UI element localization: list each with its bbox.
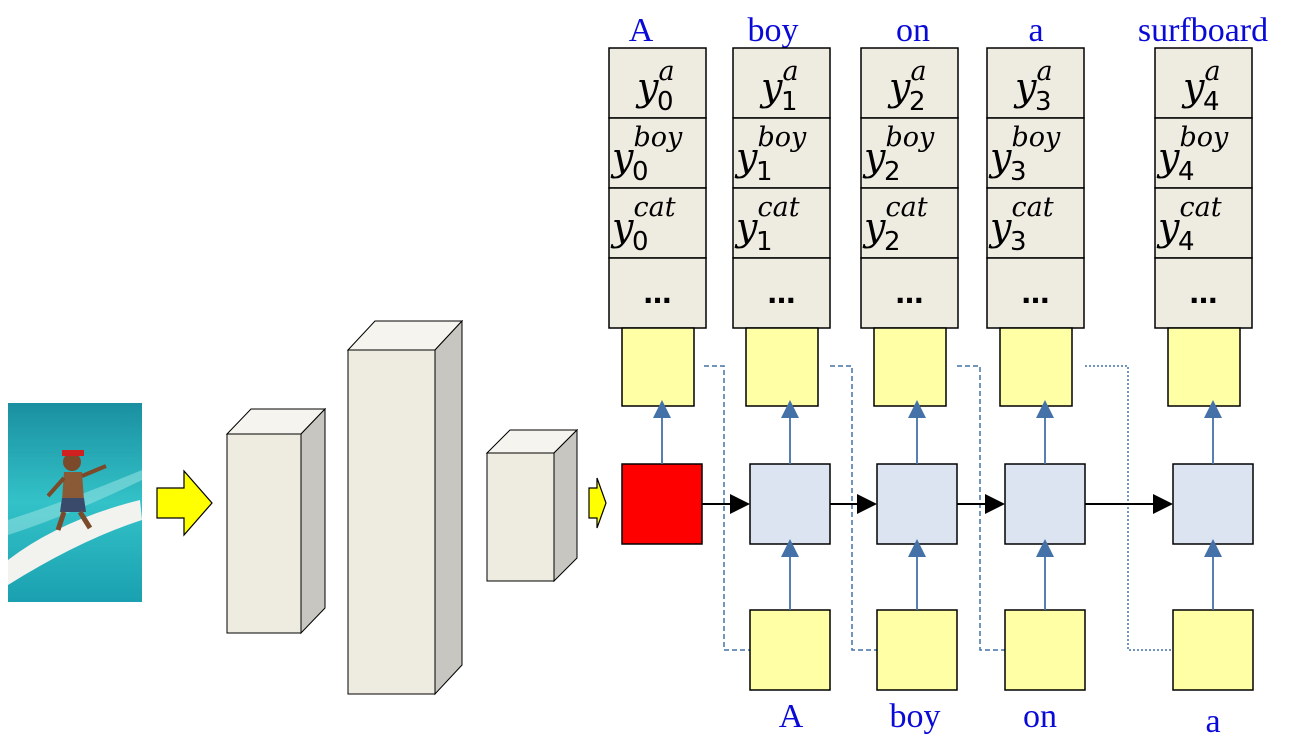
input-embedding-1 [749, 609, 831, 691]
prob-label-sup: a [782, 56, 798, 87]
output-word-2: on [896, 12, 930, 49]
ellipsis-label: … [644, 277, 672, 310]
output-embedding-0 [621, 327, 695, 407]
input-word-1: boy [890, 698, 941, 735]
output-word-0: A [629, 12, 654, 49]
prob-label-sup: boy [885, 122, 935, 153]
prob-cell [986, 187, 1085, 259]
prob-cell [608, 47, 707, 119]
feedback-connector [1085, 365, 1173, 651]
prob-label-sup: cat [1011, 192, 1053, 223]
prob-cell-ellipsis [986, 257, 1085, 329]
prob-label-sub: 1 [756, 157, 773, 187]
prob-label-sub: 3 [1010, 227, 1027, 257]
input-embedding-3 [1004, 609, 1086, 691]
output-word-4: surfboard [1138, 12, 1268, 49]
prob-cell-ellipsis [860, 257, 959, 329]
hidden-state-4 [1172, 463, 1254, 545]
prob-label-sub: 0 [657, 87, 674, 117]
ellipsis-label: … [1022, 277, 1050, 310]
prob-cell [1154, 187, 1253, 259]
prob-cell-ellipsis [732, 257, 831, 329]
prob-label-sub: 1 [781, 87, 798, 117]
prob-label-sup: boy [1011, 122, 1061, 153]
hidden-state-1 [749, 463, 831, 545]
prob-label-sub: 4 [1178, 157, 1195, 187]
ellipsis-label: … [1190, 277, 1218, 310]
output-embedding-2 [873, 327, 947, 407]
prob-label-sup: a [910, 56, 926, 87]
prob-label-sub: 3 [1010, 157, 1027, 187]
prob-label-sub: 2 [909, 87, 926, 117]
prob-cell [1154, 117, 1253, 189]
output-embedding-3 [999, 327, 1073, 407]
prob-label-sup: boy [1179, 122, 1229, 153]
cnn-block-3 [485, 428, 579, 583]
prob-label-sub: 4 [1203, 87, 1220, 117]
input-word-0: A [779, 698, 804, 735]
prob-label-sup: a [1036, 56, 1052, 87]
prob-label-sup: cat [633, 192, 675, 223]
feedback-connector [704, 365, 750, 651]
output-embedding-4 [1167, 327, 1241, 407]
prob-cell [608, 187, 707, 259]
prob-label-sup: a [1204, 56, 1220, 87]
ellipsis-label: … [768, 277, 796, 310]
input-word-2: on [1023, 698, 1057, 735]
input-photo [8, 403, 142, 602]
prob-label-sub: 2 [884, 157, 901, 187]
prob-label-sub: 1 [756, 227, 773, 257]
prob-label-sub: 4 [1178, 227, 1195, 257]
initial-hidden-state [621, 463, 703, 545]
input-word-3: a [1205, 703, 1220, 740]
prob-label-sub: 3 [1035, 87, 1052, 117]
feed-arrow-icon [156, 469, 213, 537]
input-embedding-4 [1172, 609, 1254, 691]
prob-label-sup: cat [757, 192, 799, 223]
prob-cell [1154, 47, 1253, 119]
prob-cell [860, 187, 959, 259]
prob-label-sup: boy [633, 122, 683, 153]
prob-cell [732, 117, 831, 189]
hidden-state-3 [1004, 463, 1086, 545]
prob-cell [732, 187, 831, 259]
prob-label-sup: cat [885, 192, 927, 223]
cnn-block-2 [346, 319, 464, 696]
prob-label-sub: 2 [884, 227, 901, 257]
prob-label-sup: cat [1179, 192, 1221, 223]
cnn-block-1 [225, 407, 327, 635]
prob-label-sup: a [658, 56, 674, 87]
feedback-connector [957, 365, 1005, 651]
prob-cell [860, 47, 959, 119]
prob-label-sub: 0 [632, 157, 649, 187]
prob-cell-ellipsis [1154, 257, 1253, 329]
prob-cell [860, 117, 959, 189]
hidden-state-2 [876, 463, 958, 545]
prob-cell [608, 117, 707, 189]
prob-label-sup: boy [757, 122, 807, 153]
output-word-1: boy [748, 12, 799, 49]
output-word-3: a [1028, 12, 1043, 49]
prob-label-sub: 0 [632, 227, 649, 257]
output-embedding-1 [745, 327, 819, 407]
prob-cell [732, 47, 831, 119]
feed-arrow-icon [588, 477, 607, 529]
input-embedding-2 [876, 609, 958, 691]
prob-cell [986, 47, 1085, 119]
feedback-connector [830, 365, 877, 651]
ellipsis-label: … [896, 277, 924, 310]
